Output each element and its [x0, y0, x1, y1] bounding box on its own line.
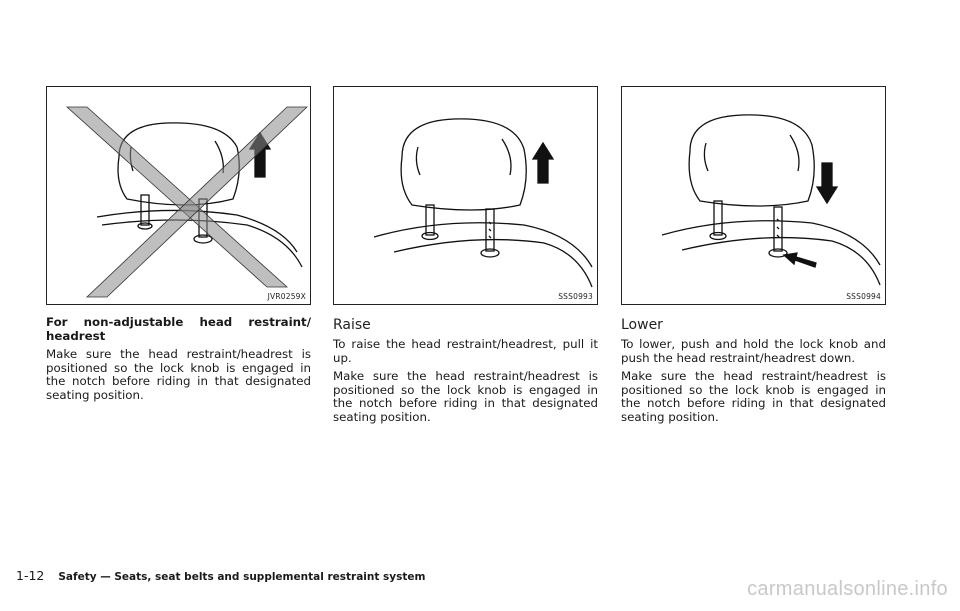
paragraph: Make sure the head restraint/headrest is…	[621, 369, 886, 424]
column-non-adjustable: JVR0259X For non-adjustable head restrai…	[46, 86, 311, 402]
headrest-raise-illustration	[373, 118, 593, 288]
column-lower: SSS0994 Lower To lower, push and hold th…	[621, 86, 886, 424]
figure-non-adjustable-headrest: JVR0259X	[46, 86, 311, 305]
page-number: 1-12	[16, 568, 45, 583]
figure-code: SSS0994	[846, 292, 881, 301]
figure-code: JVR0259X	[267, 292, 306, 301]
section-title: Safety — Seats, seat belts and supplemen…	[58, 571, 426, 583]
column-raise: SSS0993 Raise To raise the head restrain…	[333, 86, 598, 424]
headrest-lower-illustration	[661, 114, 881, 286]
page-footer: 1-12 Safety — Seats, seat belts and supp…	[16, 568, 425, 583]
figure-raise-headrest: SSS0993	[333, 86, 598, 305]
headrest-crossed-illustration	[65, 106, 309, 298]
paragraph: To raise the head restraint/headrest, pu…	[333, 337, 598, 365]
paragraph: Make sure the head restraint/headrest is…	[333, 369, 598, 424]
figure-code: SSS0993	[558, 292, 593, 301]
watermark: carmanualsonline.info	[747, 578, 948, 600]
subheading: For non-adjustable head restraint/ headr…	[46, 315, 311, 343]
section-heading: Lower	[621, 317, 663, 333]
paragraph: To lower, push and hold the lock knob an…	[621, 337, 886, 365]
figure-lower-headrest: SSS0994	[621, 86, 886, 305]
paragraph: Make sure the head restraint/headrest is…	[46, 347, 311, 402]
section-heading: Raise	[333, 317, 371, 333]
